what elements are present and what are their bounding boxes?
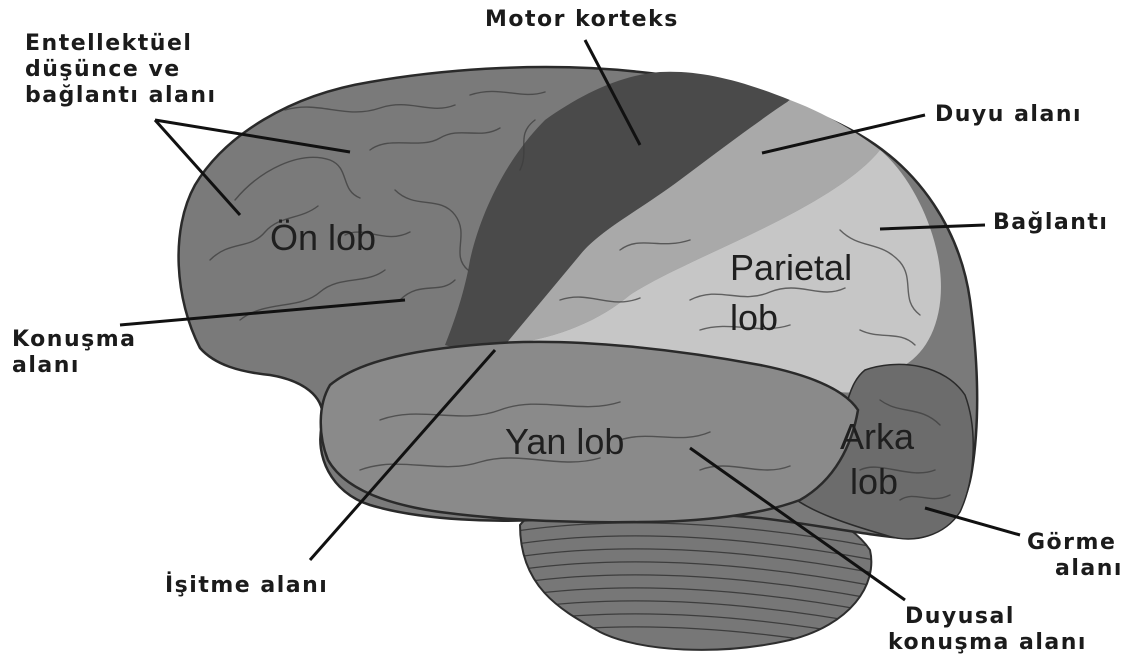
lobe-parietal-line2: lob [730, 298, 778, 338]
lobe-parietal-line1: Parietal [730, 248, 852, 288]
lobe-arka-line1: Arka [840, 417, 914, 457]
label-entellektuel-line1: Entellektüel [25, 31, 192, 56]
lobe-yan-lob: Yan lob [505, 422, 624, 462]
label-konusma-line1: Konuşma [12, 327, 136, 352]
label-duyu-alani: Duyu alanı [935, 102, 1082, 127]
label-entellektuel-line2: düşünce ve [25, 57, 181, 82]
label-konusma-line2: alanı [12, 353, 80, 378]
lobe-on-lob: Ön lob [270, 218, 376, 258]
label-isitme-alani: İşitme alanı [165, 573, 328, 598]
label-motor-korteks: Motor korteks [485, 7, 679, 32]
label-duyusal-line1: Duyusal [905, 604, 1015, 629]
label-baglanti: Bağlantı [993, 210, 1108, 235]
label-entellektuel-line3: bağlantı alanı [25, 83, 217, 108]
label-duyusal-line2: konuşma alanı [888, 630, 1087, 655]
label-gorme-line2: alanı [1055, 556, 1123, 581]
label-gorme-line1: Görme [1027, 530, 1116, 555]
lobe-arka-line2: lob [850, 462, 898, 502]
